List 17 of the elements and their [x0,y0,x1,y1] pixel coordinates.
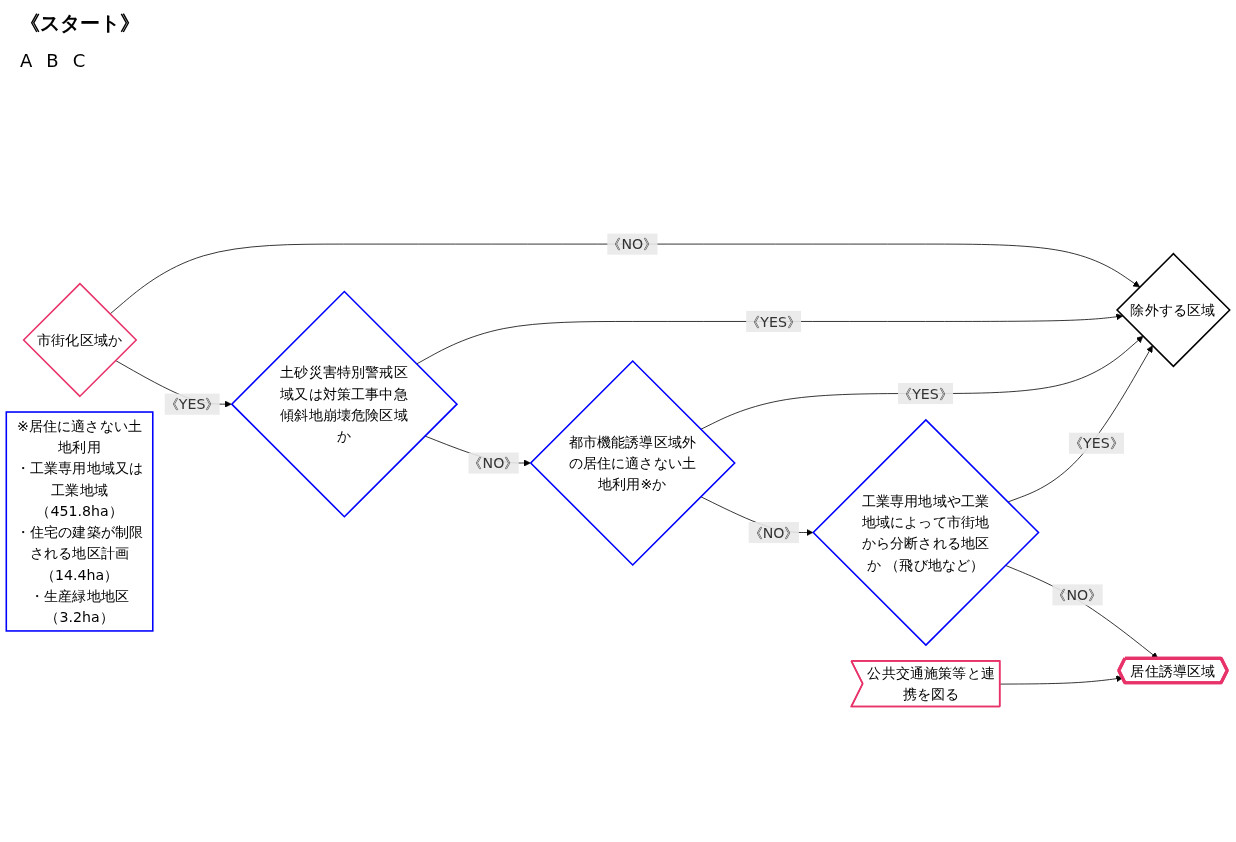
node-diamond: 土砂災害特別警戒区域又は対策工事中急傾斜地崩壊危険区域か [230,290,459,518]
node-diamond: 都市機能誘導区域外の居住に適さない土地利用※か [529,359,736,567]
edge-label: 《YES》 [898,385,953,402]
point-label: B [46,50,59,71]
point-label: A [20,50,33,71]
edge-label: 《NO》 [1052,586,1103,604]
edge-label: 《NO》 [748,524,799,541]
edge-label: 《NO》 [468,454,519,472]
node-diamond: 工業専用地域や工業地域によって市街地から分断される地区か （飛び地など） [812,418,1040,647]
edge-label: 《YES》 [746,313,802,330]
edge-label: 《YES》 [164,395,220,413]
node-box: ※居住に適さない土地利用 ・工業専用地域又は工業地域（451.8ha） ・住宅の建築が制限される地区計画（14.4ha） ・生産緑地地区（3.2ha） [5,411,154,632]
edge-label: 《NO》 [607,235,658,253]
edge-label: 《YES》 [1068,434,1124,452]
node-diamond: 市街化区域か [22,282,138,398]
point-label: C [72,50,86,71]
node-diamond: 除外する区域 [1115,252,1231,368]
